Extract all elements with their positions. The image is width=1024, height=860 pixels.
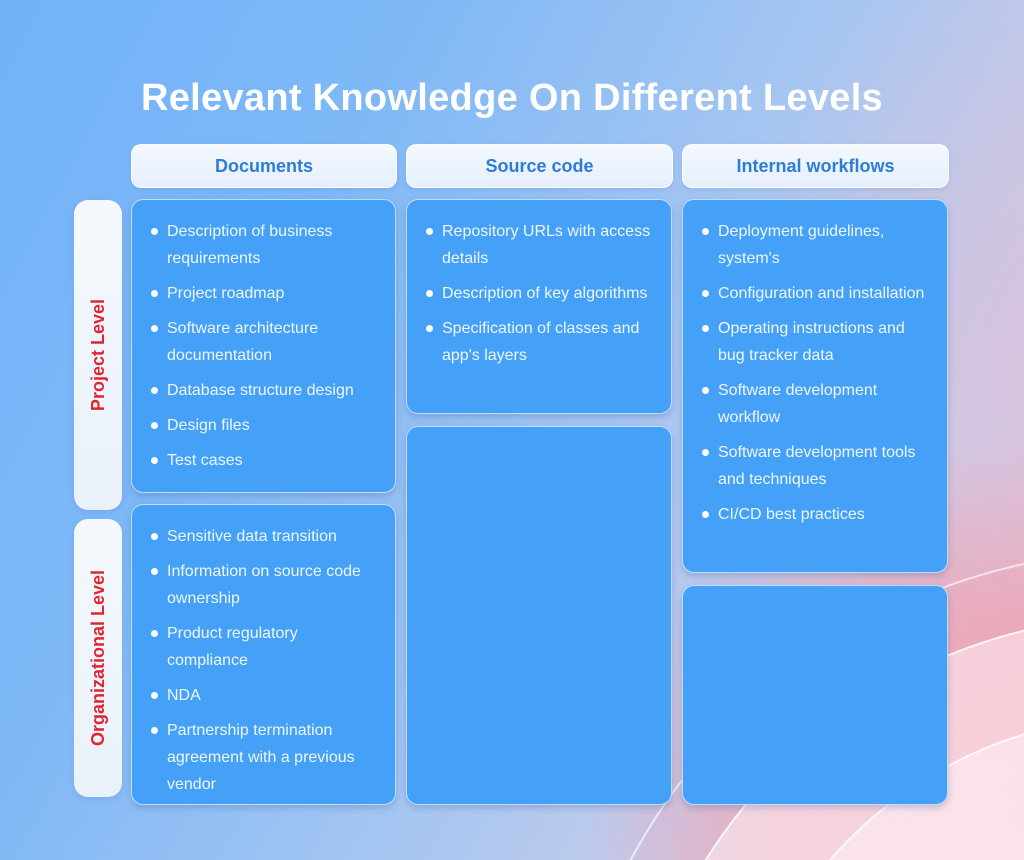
bullet-list: Deployment guidelines, system's Configur…	[697, 218, 931, 528]
card-documents-organizational: Sensitive data transition Information on…	[131, 504, 396, 805]
bullet-item: Partnership termination agreement with a…	[146, 717, 379, 798]
card-source-code-project: Repository URLs with access details Desc…	[406, 199, 672, 414]
column-header-documents: Documents	[131, 144, 397, 188]
column-header-label: Internal workflows	[736, 155, 895, 176]
bullet-item: Description of business requirements	[146, 218, 379, 272]
bullet-item: CI/CD best practices	[697, 501, 931, 528]
bullet-item: Design files	[146, 412, 379, 439]
bullet-list: Sensitive data transition Information on…	[146, 523, 379, 798]
bullet-item: Specification of classes and app's layer…	[421, 315, 655, 369]
bullet-item: Description of key algorithms	[421, 280, 655, 307]
page-title: Relevant Knowledge On Different Levels	[140, 77, 883, 120]
bullet-item: Software development tools and technique…	[697, 439, 931, 493]
bullet-item: Information on source code ownership	[146, 558, 379, 612]
bullet-list: Repository URLs with access details Desc…	[421, 218, 655, 369]
bullet-item: Sensitive data transition	[146, 523, 379, 550]
row-label-text: Organizational Level	[87, 569, 108, 747]
bullet-item: Product regulatory compliance	[146, 620, 379, 674]
bullet-item: Test cases	[146, 447, 379, 474]
card-source-code-organizational-empty	[406, 426, 672, 805]
bullet-item: Software architecture documentation	[146, 315, 379, 369]
card-documents-project: Description of business requirements Pro…	[131, 199, 396, 493]
bullet-item: Database structure design	[146, 377, 379, 404]
row-label-organizational-level: Organizational Level	[74, 519, 122, 797]
bullet-item: Configuration and installation	[697, 280, 931, 307]
row-label-project-level: Project Level	[74, 200, 122, 510]
bullet-item: Project roadmap	[146, 280, 379, 307]
bullet-item: Software development workflow	[697, 377, 931, 431]
row-label-text: Project Level	[87, 298, 108, 412]
column-header-label: Source code	[485, 155, 594, 176]
column-header-internal-workflows: Internal workflows	[682, 144, 949, 188]
column-header-label: Documents	[214, 155, 313, 176]
card-internal-workflows-project: Deployment guidelines, system's Configur…	[682, 199, 948, 573]
bullet-list: Description of business requirements Pro…	[146, 218, 379, 474]
bullet-item: NDA	[146, 682, 379, 709]
card-internal-workflows-organizational-empty	[682, 585, 948, 805]
bullet-item: Operating instructions and bug tracker d…	[697, 315, 931, 369]
bullet-item: Deployment guidelines, system's	[697, 218, 931, 272]
bullet-item: Repository URLs with access details	[421, 218, 655, 272]
column-header-source-code: Source code	[406, 144, 673, 188]
